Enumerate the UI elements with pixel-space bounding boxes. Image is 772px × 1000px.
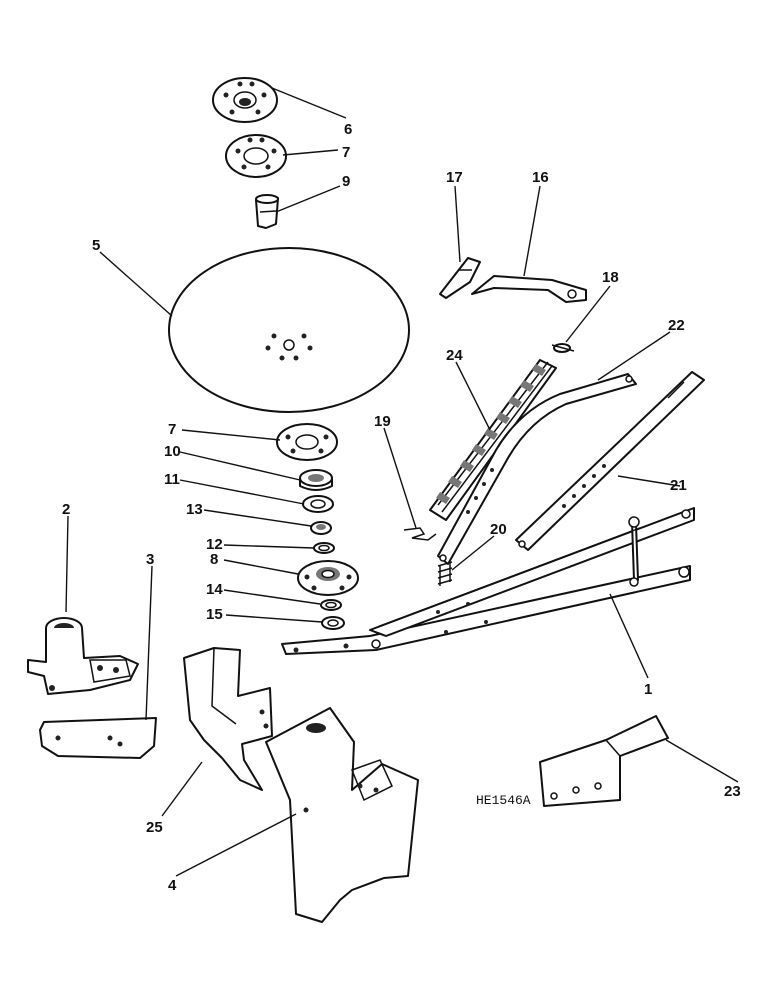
part-5-disc-blade	[168, 247, 410, 413]
part-18-clip-pin	[551, 343, 575, 353]
part-25-seed-boot	[183, 647, 273, 791]
leader-17	[454, 185, 461, 263]
part-21-flat-bar	[515, 371, 705, 551]
callout-labels: 6 7 9 5 17 16 18 22 24 19 21 20 7 10 11 …	[62, 121, 741, 894]
leader-5	[99, 251, 173, 317]
part-17-scraper-blade	[439, 257, 481, 299]
leader-6	[271, 87, 347, 119]
part-12-ring	[313, 542, 335, 554]
part-16-scraper-bracket	[471, 275, 587, 303]
drawing-code: HE1546A	[476, 793, 531, 808]
leader-2	[65, 515, 69, 613]
leader-22	[597, 331, 671, 381]
callout-24: 24	[446, 347, 463, 364]
leader-18	[565, 285, 611, 343]
callout-12: 12	[206, 536, 223, 553]
part-7-lower-plate	[276, 423, 338, 461]
part-19-spring-clip	[403, 527, 437, 541]
callout-10: 10	[164, 443, 181, 460]
leader-12	[223, 544, 315, 549]
part-9-spindle	[255, 194, 279, 229]
callout-18: 18	[602, 269, 619, 286]
leader-19	[383, 427, 417, 529]
leader-21	[617, 475, 681, 487]
leader-24	[455, 361, 491, 431]
callout-20: 20	[490, 521, 507, 538]
callout-9: 9	[342, 173, 350, 190]
leader-20	[451, 535, 495, 571]
part-20-small-spring	[437, 561, 453, 586]
callout-7-lower: 7	[168, 421, 176, 438]
callout-8: 8	[210, 551, 218, 568]
leader-25	[161, 761, 203, 817]
callout-1: 1	[644, 681, 652, 698]
part-8-hub-flange	[297, 560, 359, 596]
callout-17: 17	[446, 169, 463, 186]
part-13-seal	[310, 521, 332, 535]
part-11-washer	[302, 495, 334, 513]
leader-10	[179, 451, 301, 481]
part-23-depth-block	[539, 715, 669, 807]
callout-14: 14	[206, 581, 223, 598]
callout-4: 4	[168, 877, 177, 894]
callout-16: 16	[532, 169, 549, 186]
leader-4	[175, 813, 297, 877]
leader-13	[203, 509, 312, 527]
leader-7b	[181, 429, 281, 441]
part-24-coil-spring	[429, 359, 557, 521]
leader-3	[145, 565, 153, 721]
callout-22: 22	[668, 317, 685, 334]
callout-3: 3	[146, 551, 154, 568]
part-2-bracket-casting	[27, 617, 139, 695]
part-14-washer	[320, 599, 342, 611]
part-22-spring-rod	[437, 373, 637, 565]
leader-11	[179, 479, 305, 505]
part-3-shoe-plate	[39, 717, 157, 759]
callout-15: 15	[206, 606, 223, 623]
leader-16	[523, 185, 541, 277]
leader-9	[275, 185, 341, 213]
callout-11: 11	[164, 471, 180, 488]
part-10-bearing	[299, 469, 333, 491]
callout-25: 25	[146, 819, 163, 836]
callout-7-upper: 7	[342, 144, 350, 161]
callout-13: 13	[186, 501, 203, 518]
leader-8	[223, 559, 299, 575]
callout-6: 6	[344, 121, 352, 138]
leader-14	[223, 589, 321, 605]
part-1-main-frame	[281, 507, 695, 655]
callout-21: 21	[670, 477, 687, 494]
leader-23	[665, 739, 739, 783]
leader-lines	[65, 87, 739, 877]
leader-1	[609, 593, 649, 679]
part-15-nut	[321, 616, 345, 630]
callout-5: 5	[92, 237, 100, 254]
callout-23: 23	[724, 783, 741, 800]
leader-7a	[282, 149, 339, 156]
callout-2: 2	[62, 501, 70, 518]
part-7-upper-plate	[225, 134, 287, 178]
part-4-mounting-plate	[265, 707, 419, 923]
part-6-bearing-flange	[212, 77, 278, 123]
leader-15	[225, 614, 323, 623]
callout-19: 19	[374, 413, 391, 430]
